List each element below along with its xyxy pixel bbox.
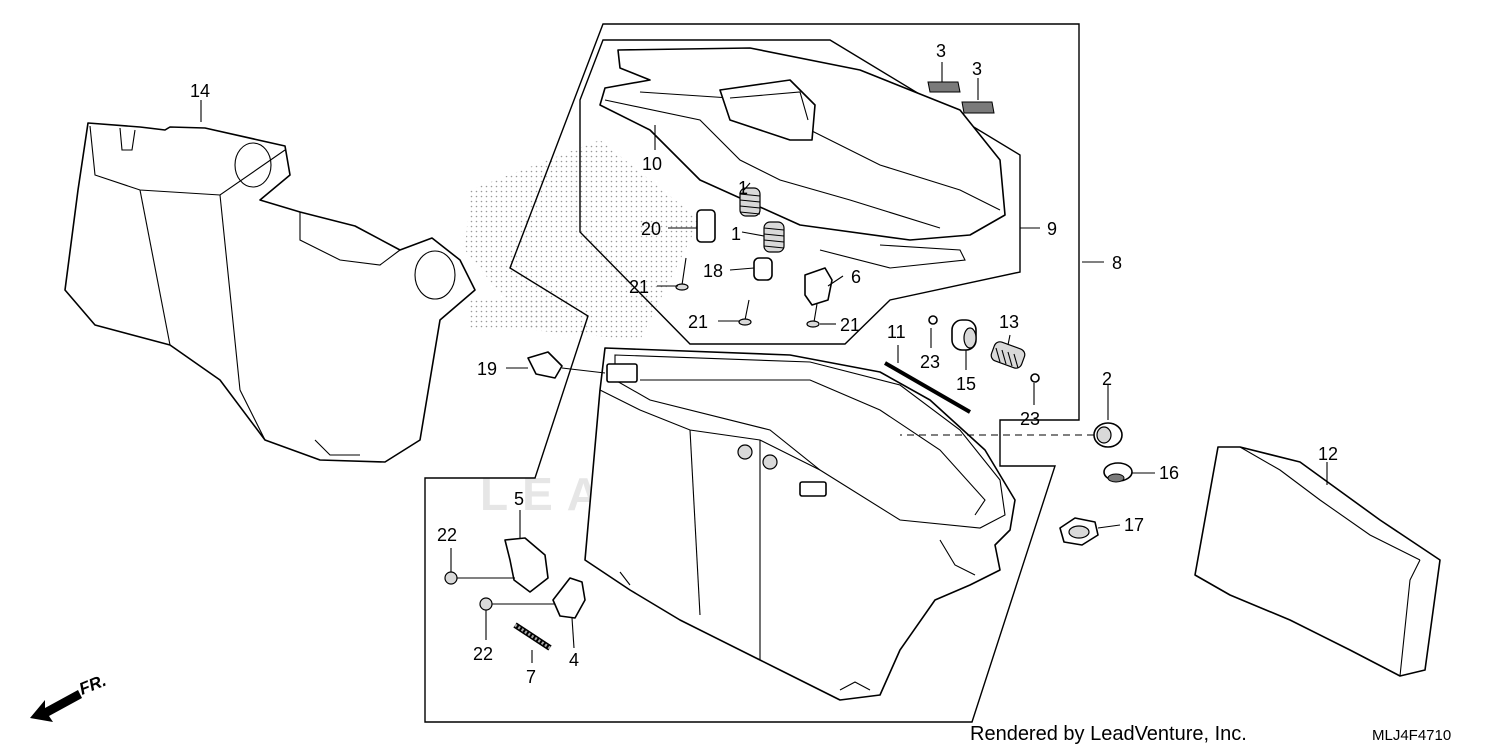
part-1-spring-b <box>763 221 785 253</box>
callout-23a: 23 <box>920 352 940 372</box>
part-15-damper <box>951 319 977 351</box>
callout-22a: 22 <box>437 525 457 545</box>
part-23-clip-a <box>928 315 938 325</box>
part-18-collar <box>753 257 773 281</box>
callout-18: 18 <box>703 261 723 281</box>
part-14-side-cover <box>64 122 476 463</box>
callout-19: 19 <box>477 359 497 379</box>
part-3-sticker-a <box>927 81 961 93</box>
part-22-screw-a <box>444 571 458 585</box>
part-16-grommet <box>1103 462 1133 483</box>
callout-21b: 21 <box>688 312 708 332</box>
front-arrow-icon <box>30 690 82 722</box>
callout-10: 10 <box>642 154 662 174</box>
callout-13: 13 <box>999 312 1019 332</box>
part-17-seal <box>1059 517 1099 546</box>
part-11-rod <box>884 361 971 414</box>
callout-21c: 21 <box>840 315 860 335</box>
part-2-grommet <box>1093 422 1123 448</box>
shading-area-small <box>470 300 560 330</box>
callout-3b: 3 <box>972 59 982 79</box>
part-21-screw-a <box>675 257 689 291</box>
part-6-latch <box>804 267 833 306</box>
front-direction-indicator: FR. <box>30 671 109 722</box>
callout-23b: 23 <box>1020 409 1040 429</box>
callout-7: 7 <box>526 667 536 687</box>
callout-15: 15 <box>956 374 976 394</box>
part-23-clip-b <box>1030 373 1040 383</box>
part-19-plate <box>527 351 563 379</box>
callout-16: 16 <box>1159 463 1179 483</box>
callout-14: 14 <box>190 81 210 101</box>
callout-17: 17 <box>1124 515 1144 535</box>
part-3-sticker-b <box>961 101 995 114</box>
callout-21a: 21 <box>629 277 649 297</box>
part-1-spring-a <box>739 187 761 217</box>
front-label: FR. <box>76 671 109 699</box>
assembly-frame-9 <box>579 39 1021 345</box>
callout-3a: 3 <box>936 41 946 61</box>
callout-5: 5 <box>514 489 524 509</box>
callout-6: 6 <box>851 267 861 287</box>
credit-text: Rendered by LeadVenture, Inc. <box>970 723 1247 745</box>
callout-1a: 1 <box>738 178 748 198</box>
part-13-torsion-spring <box>990 341 1026 369</box>
part-21-screw-b <box>738 299 752 326</box>
callout-12: 12 <box>1318 444 1338 464</box>
leader-lines <box>200 62 1328 663</box>
assembly-frame-8 <box>424 23 1080 723</box>
callout-8: 8 <box>1112 253 1122 273</box>
callout-11: 11 <box>887 322 906 342</box>
part-7-spring <box>513 622 552 651</box>
callout-9: 9 <box>1047 219 1057 239</box>
part-9-10-lid <box>599 47 1006 269</box>
diagram-code: MLJ4F4710 <box>1372 727 1451 744</box>
callout-4: 4 <box>569 650 579 670</box>
part-5-bracket <box>504 537 549 593</box>
part-4-latch-plate <box>552 577 586 619</box>
part-20-collar <box>696 209 716 243</box>
callout-22b: 22 <box>473 644 493 664</box>
shading-area <box>465 140 700 340</box>
callout-2: 2 <box>1102 369 1112 389</box>
part-12-panel <box>1194 446 1441 677</box>
part-22-screw-b <box>479 597 493 611</box>
callout-1b: 1 <box>731 224 741 244</box>
part-8-storage-box <box>584 347 1016 701</box>
callout-20: 20 <box>641 219 661 239</box>
part-21-screw-c <box>806 303 820 328</box>
